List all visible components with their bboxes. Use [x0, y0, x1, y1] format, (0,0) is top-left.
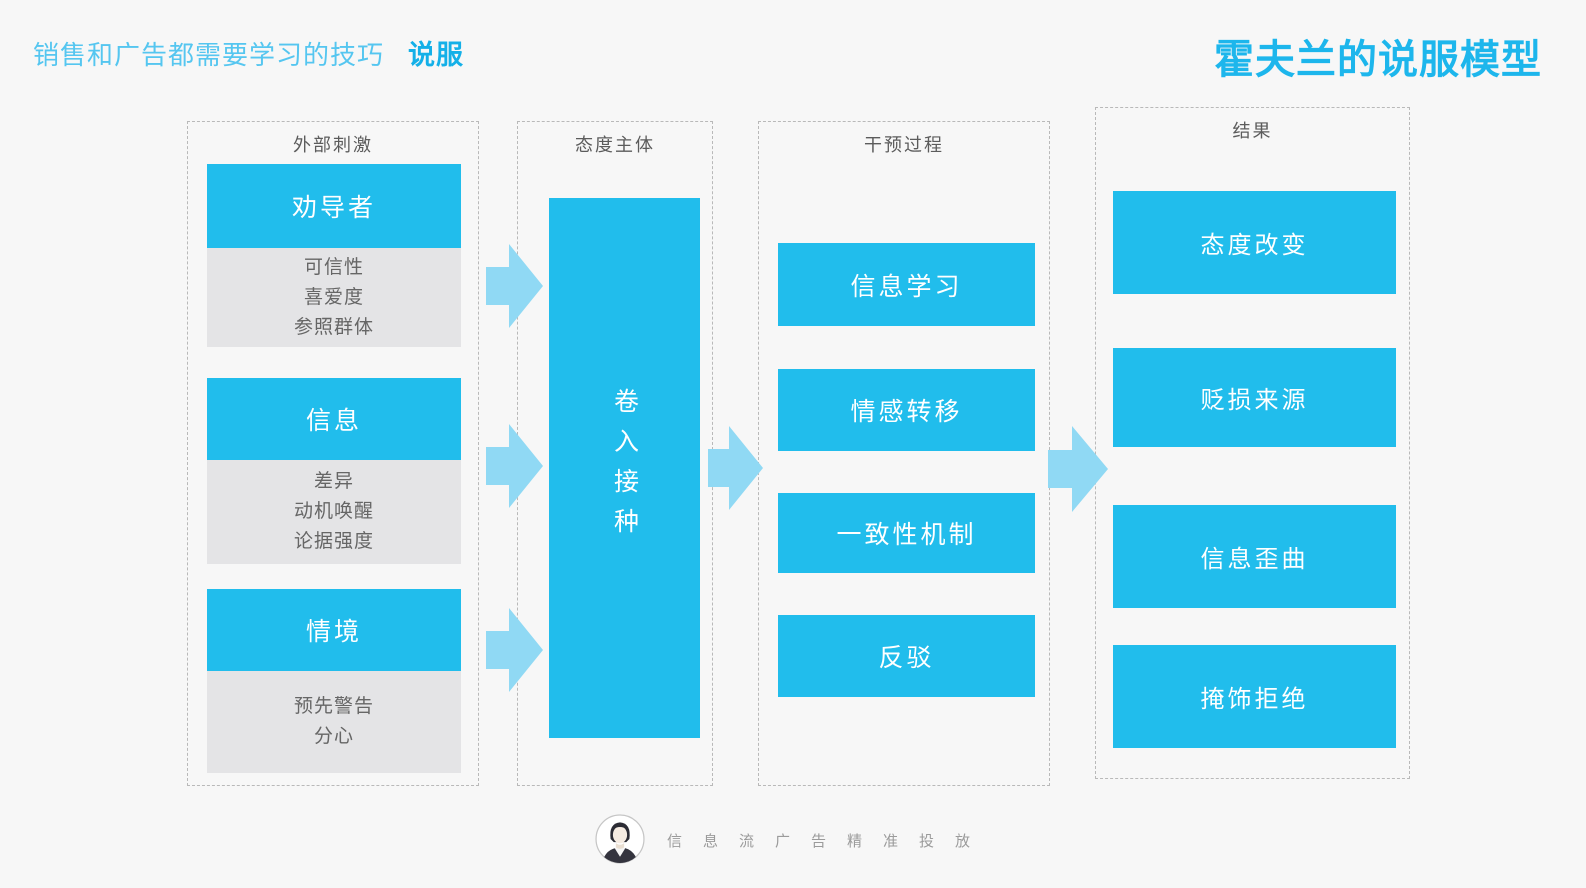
- arrow-right-icon: [708, 426, 763, 510]
- person-avatar-icon: [595, 814, 645, 864]
- column-header: 结果: [1232, 121, 1273, 141]
- process-item: 信息学习: [778, 243, 1035, 326]
- column-intervention-process: 干预过程 信息学习 情感转移 一致性机制 反驳: [758, 121, 1050, 786]
- subtitle-text: 销售和广告都需要学习的技巧: [33, 40, 385, 70]
- arrow-right-icon: [486, 424, 543, 508]
- detail-line: 参照群体: [293, 316, 374, 338]
- involvement-box: 卷入接种: [549, 198, 700, 738]
- watermark-text: 信息流广告精准投放: [666, 832, 991, 850]
- group-details-situation: 预先警告 分心: [207, 671, 461, 773]
- detail-line: 可信性: [303, 256, 364, 278]
- column-header: 干预过程: [864, 135, 944, 155]
- column-header: 外部刺激: [293, 135, 373, 155]
- detail-line: 动机唤醒: [293, 501, 374, 522]
- detail-line: 喜爱度: [303, 286, 364, 308]
- detail-line: 论据强度: [293, 531, 374, 552]
- arrow-right-icon: [1048, 426, 1108, 512]
- detail-line: 分心: [313, 726, 354, 747]
- process-item: 反驳: [778, 615, 1035, 697]
- page-subtitle: 销售和广告都需要学习的技巧说服: [33, 33, 464, 72]
- column-header: 态度主体: [575, 135, 655, 155]
- column-result: 结果 态度改变 贬损来源 信息歪曲 掩饰拒绝: [1095, 107, 1410, 779]
- column-external-stimulus: 外部刺激 劝导者 可信性 喜爱度 参照群体 信息 差异 动机唤醒 论据强度 情境…: [187, 121, 479, 786]
- result-item: 贬损来源: [1113, 348, 1396, 447]
- footer: 信息流广告精准投放: [0, 814, 1586, 864]
- group-details-persuader: 可信性 喜爱度 参照群体: [207, 248, 461, 347]
- result-item: 信息歪曲: [1113, 505, 1396, 608]
- page-title: 霍夫兰的说服模型: [1214, 38, 1542, 82]
- detail-line: 预先警告: [293, 696, 374, 717]
- column-attitude-subject: 态度主体 卷入接种: [517, 121, 713, 786]
- group-details-message: 差异 动机唤醒 论据强度: [207, 460, 461, 564]
- group-label-message: 信息: [207, 378, 461, 460]
- subtitle-highlight: 说服: [408, 40, 465, 70]
- process-item: 一致性机制: [778, 493, 1035, 573]
- process-item: 情感转移: [778, 369, 1035, 451]
- arrow-right-icon: [486, 608, 543, 692]
- vertical-label: 卷入接种: [610, 388, 639, 548]
- detail-line: 差异: [313, 471, 354, 492]
- result-item: 态度改变: [1113, 191, 1396, 294]
- arrow-right-icon: [486, 244, 543, 328]
- group-label-persuader: 劝导者: [207, 164, 461, 248]
- group-label-situation: 情境: [207, 589, 461, 671]
- result-item: 掩饰拒绝: [1113, 645, 1396, 748]
